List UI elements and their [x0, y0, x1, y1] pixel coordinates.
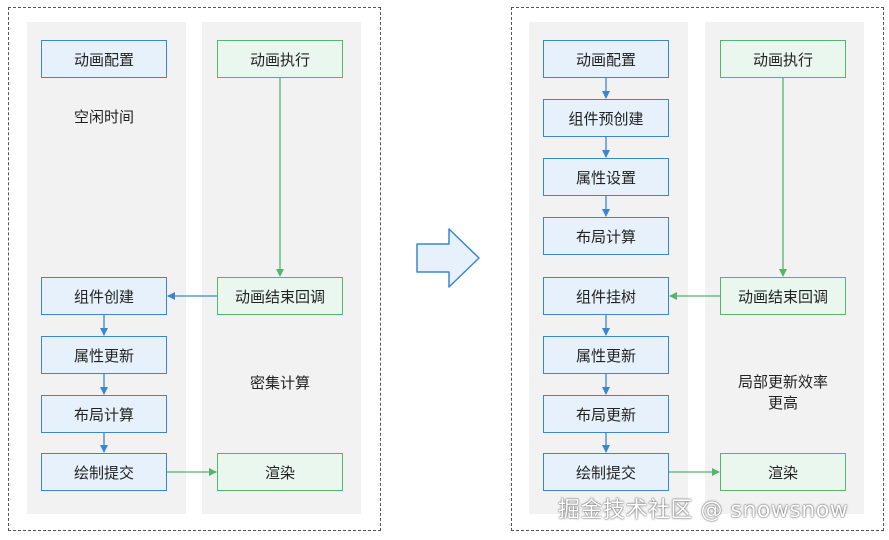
right-efficiency-note-line1: 局部更新效率 — [737, 373, 828, 391]
right-draw-submit-box: 绘制提交 — [543, 453, 669, 491]
left-render-box: 渲染 — [217, 453, 343, 491]
right-layout-calc-box: 布局计算 — [543, 217, 669, 255]
left-animation-config-box: 动画配置 — [41, 40, 167, 78]
left-panel — [8, 7, 381, 531]
right-property-set-box: 属性设置 — [543, 158, 669, 196]
left-animation-exec-box: 动画执行 — [217, 40, 343, 78]
left-dense-compute-note: 密集计算 — [249, 374, 310, 392]
left-component-create-box: 组件创建 — [41, 277, 167, 315]
left-animation-end-callback-box: 动画结束回调 — [217, 277, 343, 315]
right-panel — [511, 7, 884, 531]
watermark: 掘金技术社区 @ snowsnow — [558, 498, 849, 523]
left-render-column — [202, 22, 361, 514]
right-animation-end-callback-box: 动画结束回调 — [720, 277, 846, 315]
right-component-mount-box: 组件挂树 — [543, 277, 669, 315]
right-render-box: 渲染 — [720, 453, 846, 491]
right-component-precreate-box: 组件预创建 — [543, 99, 669, 137]
right-layout-update-box: 布局更新 — [543, 395, 669, 433]
left-idle-time-note: 空闲时间 — [73, 108, 134, 126]
left-layout-calc-box: 布局计算 — [41, 395, 167, 433]
transition-arrow-icon — [416, 228, 480, 288]
right-render-column — [705, 22, 864, 514]
right-efficiency-note-line2: 更高 — [767, 394, 798, 412]
right-animation-exec-box: 动画执行 — [720, 40, 846, 78]
right-property-update-box: 属性更新 — [543, 336, 669, 374]
right-efficiency-note: 局部更新效率 更高 — [720, 372, 846, 414]
left-draw-submit-box: 绘制提交 — [41, 453, 167, 491]
right-animation-config-box: 动画配置 — [543, 40, 669, 78]
left-property-update-box: 属性更新 — [41, 336, 167, 374]
